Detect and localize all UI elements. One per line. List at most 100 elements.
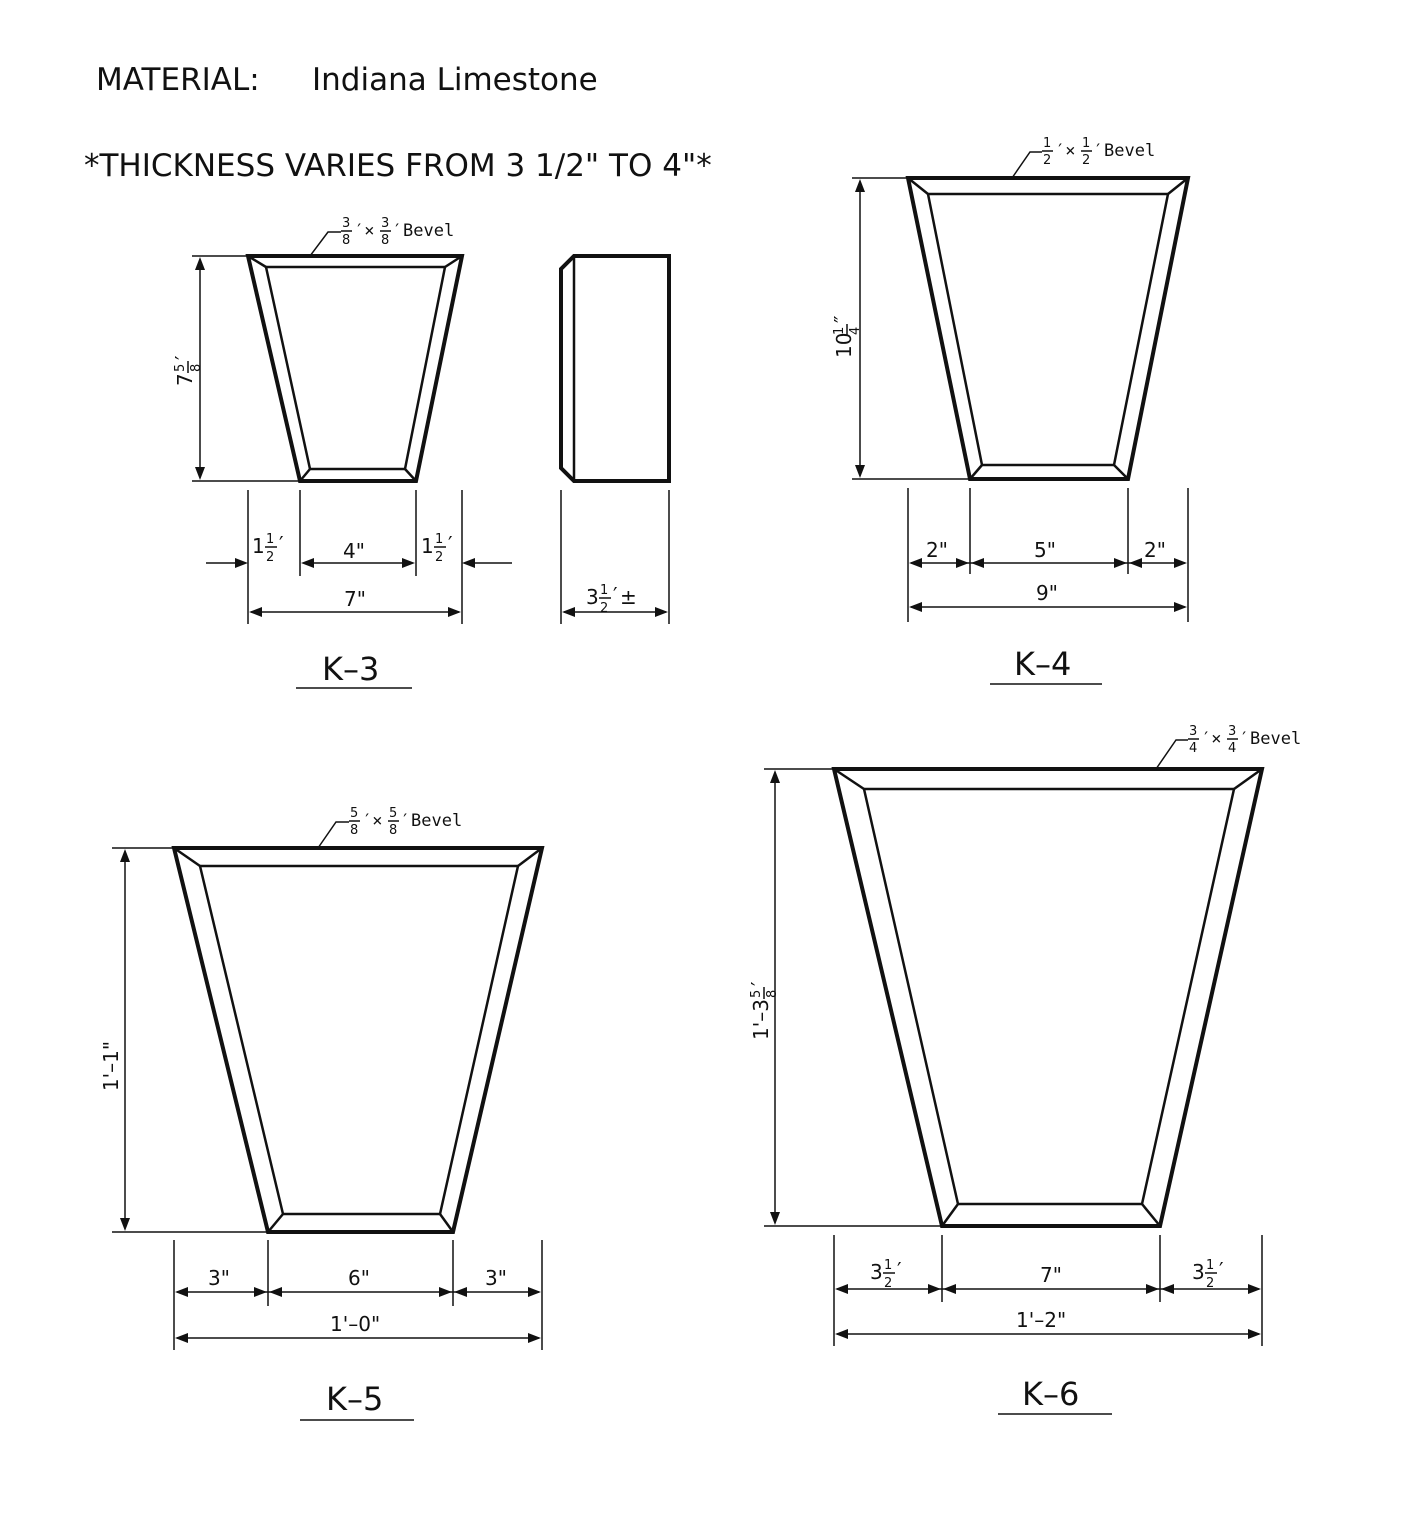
svg-text:′: ′: [448, 532, 453, 556]
svg-text:5: 5: [350, 806, 358, 821]
k3-height-label: 7 5 8 ′: [171, 355, 204, 386]
k4-left-offset-label: 2": [926, 538, 948, 562]
svg-text:′: ′: [1239, 729, 1249, 749]
svg-text:3: 3: [870, 1260, 883, 1284]
k5-height-label: 1'–1": [99, 1041, 123, 1091]
svg-text:4: 4: [1228, 741, 1236, 756]
svg-text:3: 3: [342, 216, 350, 231]
svg-text:8: 8: [350, 823, 358, 838]
k4-bottom-width-label: 5": [1034, 538, 1056, 562]
svg-text:1: 1: [832, 327, 847, 335]
svg-text:8: 8: [389, 823, 397, 838]
svg-text:±: ±: [620, 585, 637, 609]
svg-text:′: ′: [613, 583, 618, 607]
svg-text:′: ′: [279, 532, 284, 556]
k6-left-offset-label: 3 1 2 ′: [870, 1258, 902, 1291]
svg-text:1: 1: [1082, 136, 1090, 151]
svg-text:2: 2: [1206, 1276, 1214, 1291]
k3-left-offset-label: 1 1 2 ′: [252, 532, 284, 565]
k3-overall-width-label: 7": [344, 587, 366, 611]
svg-text:Bevel: Bevel: [1104, 141, 1155, 161]
svg-text:′: ′: [747, 981, 771, 986]
k3-side-view: [559, 254, 671, 483]
svg-text:2: 2: [266, 550, 274, 565]
svg-text:′: ′: [1093, 141, 1103, 161]
k5-left-offset-label: 3": [208, 1266, 230, 1290]
k4-right-offset-label: 2": [1144, 538, 1166, 562]
svg-text:′×: ′×: [1201, 729, 1221, 749]
svg-text:5: 5: [749, 990, 764, 998]
k6-front-view: [831, 767, 1265, 1228]
material-label: MATERIAL:: [96, 62, 260, 98]
svg-text:2: 2: [1043, 153, 1051, 168]
svg-text:4: 4: [848, 327, 863, 335]
keystone-k3: 3 8 ′× 3 8 ′ Bevel 7 5 8 ′: [171, 216, 671, 689]
k3-thickness-label: 3 1 2 ′ ±: [586, 583, 637, 616]
k6-height-label: 1'–3 5 8 ′: [747, 981, 780, 1040]
svg-text:″: ″: [830, 316, 854, 323]
svg-text:2: 2: [600, 601, 608, 616]
k5-front-view: [171, 846, 545, 1234]
svg-text:Bevel: Bevel: [403, 221, 454, 241]
k5-bottom-width-label: 6": [348, 1266, 370, 1290]
svg-text:Bevel: Bevel: [411, 811, 462, 831]
svg-text:′×: ′×: [354, 221, 374, 241]
k4-front-view: [905, 176, 1191, 481]
svg-text:8: 8: [381, 233, 389, 248]
svg-text:3: 3: [1189, 724, 1197, 739]
svg-text:1: 1: [1043, 136, 1051, 151]
k5-bevel-label: 5 8 ′× 5 8 ′ Bevel: [349, 806, 462, 838]
material-value: Indiana Limestone: [312, 62, 598, 98]
keystone-k4: 1 2 ′× 1 2 ′ Bevel 10 1 4 ″: [830, 136, 1191, 685]
svg-text:3: 3: [586, 585, 599, 609]
k6-overall-width-label: 1'–2": [1016, 1308, 1066, 1332]
svg-text:3: 3: [1228, 724, 1236, 739]
k6-title: K–6: [1022, 1375, 1079, 1413]
svg-text:3: 3: [381, 216, 389, 231]
k3-right-offset-label: 1 1 2 ′: [421, 532, 453, 565]
svg-text:′: ′: [171, 355, 195, 360]
k6-bevel-label: 3 4 ′× 3 4 ′ Bevel: [1188, 724, 1301, 756]
svg-text:1: 1: [252, 534, 265, 558]
k4-height-label: 10 1 4 ″: [830, 316, 863, 358]
keystone-k6: 3 4 ′× 3 4 ′ Bevel 1'–3 5 8 ′: [747, 724, 1301, 1415]
k5-right-offset-label: 3": [485, 1266, 507, 1290]
k3-bevel-label: 3 8 ′× 3 8 ′ Bevel: [341, 216, 454, 248]
k4-title: K–4: [1014, 645, 1071, 683]
k3-front-view: [245, 254, 465, 483]
svg-text:10: 10: [832, 333, 856, 358]
k4-overall-width-label: 9": [1036, 581, 1058, 605]
thickness-note: *THICKNESS VARIES FROM 3 1/2" TO 4"*: [84, 148, 712, 184]
svg-text:5: 5: [173, 364, 188, 372]
keystone-k5: 5 8 ′× 5 8 ′ Bevel 1'–1" 3" 6" 3": [99, 806, 545, 1421]
svg-text:1: 1: [600, 583, 608, 598]
svg-text:′×: ′×: [362, 811, 382, 831]
svg-text:Bevel: Bevel: [1250, 729, 1301, 749]
k5-title: K–5: [326, 1380, 383, 1418]
svg-text:′: ′: [897, 1258, 902, 1282]
svg-text:1: 1: [1206, 1258, 1214, 1273]
k3-bottom-width-label: 4": [343, 539, 365, 563]
k3-title: K–3: [322, 650, 379, 688]
svg-text:1: 1: [421, 534, 434, 558]
svg-text:1: 1: [435, 532, 443, 547]
svg-text:1: 1: [884, 1258, 892, 1273]
svg-text:′: ′: [1219, 1258, 1224, 1282]
svg-text:8: 8: [342, 233, 350, 248]
svg-text:′: ′: [400, 811, 410, 831]
svg-text:2: 2: [884, 1276, 892, 1291]
k5-overall-width-label: 1'–0": [330, 1312, 380, 1336]
svg-text:7: 7: [173, 373, 197, 386]
k6-bottom-width-label: 7": [1040, 1263, 1062, 1287]
k6-right-offset-label: 3 1 2 ′: [1192, 1258, 1224, 1291]
svg-text:1: 1: [266, 532, 274, 547]
svg-text:8: 8: [765, 990, 780, 998]
svg-text:5: 5: [389, 806, 397, 821]
svg-text:8: 8: [189, 364, 204, 372]
svg-text:3: 3: [1192, 1260, 1205, 1284]
svg-text:4: 4: [1189, 741, 1197, 756]
svg-text:2: 2: [435, 550, 443, 565]
svg-text:′: ′: [392, 221, 402, 241]
k4-bevel-label: 1 2 ′× 1 2 ′ Bevel: [1042, 136, 1155, 168]
